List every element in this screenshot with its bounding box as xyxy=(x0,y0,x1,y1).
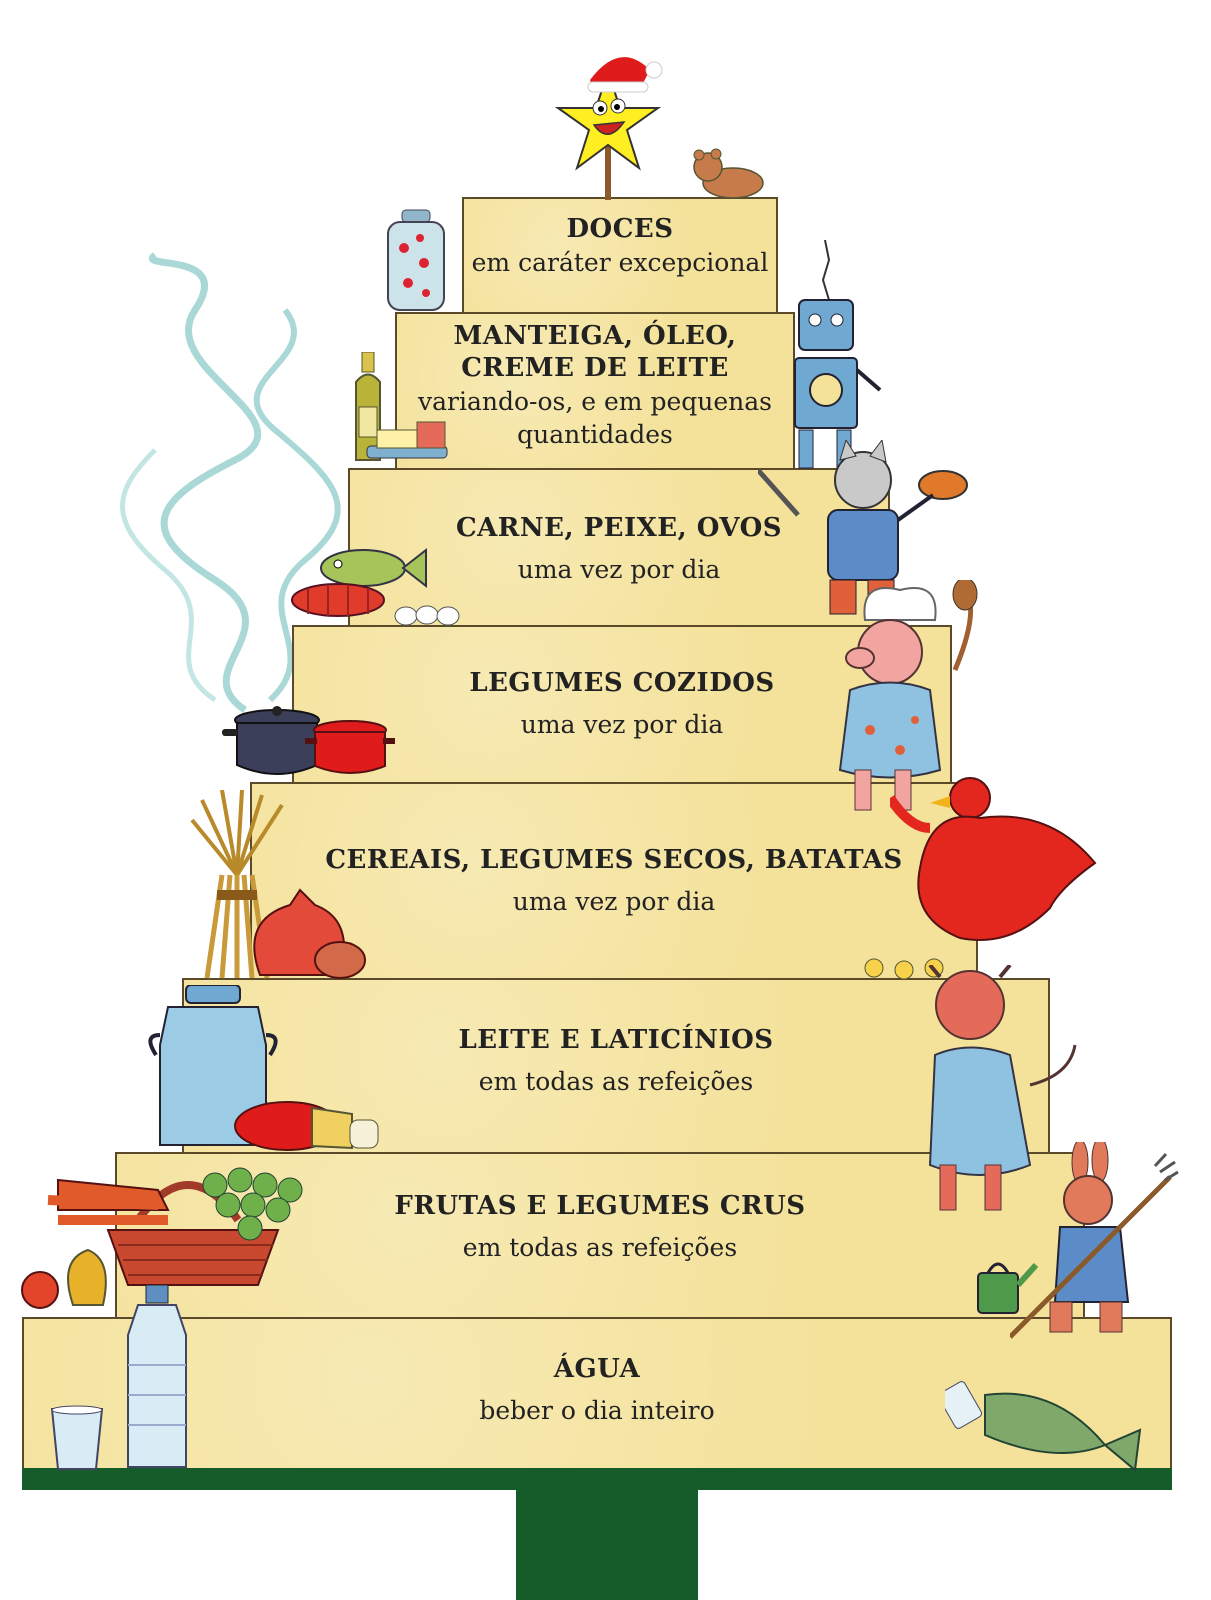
watering-can-icon xyxy=(977,1262,1038,1314)
fruit-basket-icon xyxy=(21,1178,280,1309)
tier-leite-title: LEITE E LATICÍNIOS xyxy=(458,1025,774,1055)
tier-cereais-title: CEREAIS, LEGUMES SECOS, BATATAS xyxy=(325,845,903,875)
wheat-sheaf-icon xyxy=(190,790,284,979)
rabbit-gardener-icon xyxy=(1010,1142,1179,1339)
tier-legumes-title: LEGUMES COZIDOS xyxy=(469,668,775,698)
steam-icon xyxy=(120,252,341,713)
cheese-icon xyxy=(234,1101,379,1151)
tier-manteiga-title: MANTEIGA, ÓLEO, xyxy=(453,321,737,351)
candy-jar-icon xyxy=(387,209,445,311)
tier-legumes-cozidos: LEGUMES COZIDOS uma vez por dia xyxy=(292,625,952,784)
tier-legumes-subtitle: uma vez por dia xyxy=(520,710,724,739)
pig-chef-icon xyxy=(838,580,978,811)
tier-manteiga-oleo: MANTEIGA, ÓLEO, CREME DE LEITE variando-… xyxy=(395,312,795,470)
tier-cereais-subtitle: uma vez por dia xyxy=(512,887,716,916)
tier-frutas-subtitle: em todas as refeições xyxy=(462,1233,738,1262)
eggs-icon xyxy=(394,605,460,626)
tier-leite-subtitle: em todas as refeições xyxy=(478,1067,754,1096)
butter-icon xyxy=(366,421,448,459)
red-pot-icon xyxy=(305,720,395,774)
tier-frutas-title: FRUTAS E LEGUMES CRUS xyxy=(394,1191,806,1221)
tier-manteiga-title-line2: CREME DE LEITE xyxy=(461,353,729,383)
oil-bottle-icon xyxy=(355,352,381,461)
star-topper-icon xyxy=(554,57,663,200)
tier-cereais: CEREAIS, LEGUMES SECOS, BATATAS uma vez … xyxy=(250,782,978,980)
hen-icon xyxy=(890,777,1097,941)
tier-carne-subtitle: uma vez por dia xyxy=(517,555,721,584)
tree-trunk xyxy=(516,1490,698,1600)
bear-icon xyxy=(693,148,764,199)
tier-manteiga-subtitle-line2: quantidades xyxy=(517,420,673,449)
fish-icon xyxy=(320,547,427,589)
water-bottle-icon xyxy=(127,1285,187,1468)
tier-manteiga-subtitle: variando-os, e em pequenas xyxy=(418,387,772,416)
grapes-icon xyxy=(202,1167,303,1241)
tree-ground-bar xyxy=(22,1468,1172,1490)
tier-agua-title: ÁGUA xyxy=(553,1354,641,1384)
tier-doces-subtitle: em caráter excepcional xyxy=(471,248,769,277)
tier-carne-peixe-ovos: CARNE, PEIXE, OVOS uma vez por dia xyxy=(348,468,890,627)
meat-icon xyxy=(291,583,385,617)
tier-doces: DOCES em caráter excepcional xyxy=(462,197,778,314)
tier-agua-subtitle: beber o dia inteiro xyxy=(479,1396,715,1425)
potato-sack-icon xyxy=(253,888,366,979)
tier-agua: ÁGUA beber o dia inteiro xyxy=(22,1317,1172,1470)
water-glass-icon xyxy=(50,1405,104,1470)
tier-carne-title: CARNE, PEIXE, OVOS xyxy=(455,513,783,543)
milk-can-icon xyxy=(148,985,278,1146)
tier-doces-title: DOCES xyxy=(566,214,674,244)
cow-icon xyxy=(928,965,1077,1211)
jumping-fish-icon xyxy=(945,1381,1142,1472)
